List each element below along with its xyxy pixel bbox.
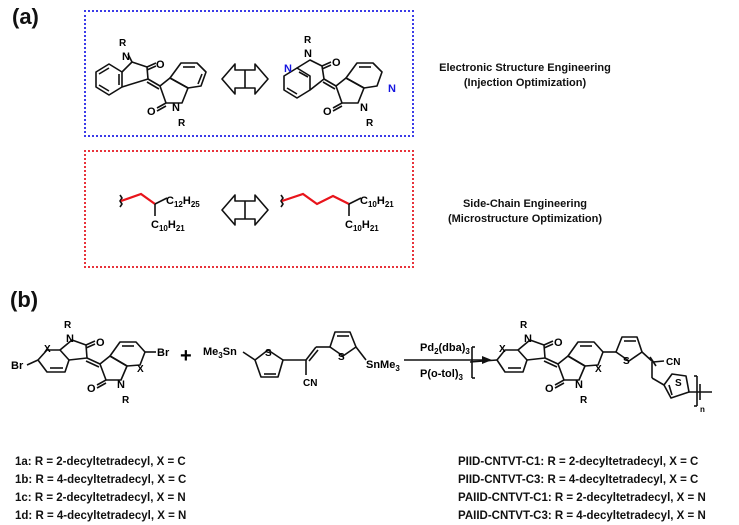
polymer-list-item: PIID-CNTVT-C3: R = 4-decyltetradecyl, X … xyxy=(458,474,699,486)
poly-repeat-n: n xyxy=(700,405,705,414)
poly-cn: CN xyxy=(666,357,680,368)
reaction-arrow: Pd2(dba)3 P(o-tol)3 xyxy=(404,342,492,382)
aiid-n-top: N xyxy=(304,48,312,60)
polymer-list: PIID-CNTVT-C1: R = 2-decyltetradecyl, X … xyxy=(458,453,706,525)
m2-snme3-right: SnMe3 xyxy=(366,359,400,373)
side-chain-c3: C10H21 C10H21 xyxy=(280,192,394,233)
m1-r-top: R xyxy=(64,320,72,331)
poly-s-left: S xyxy=(623,356,630,367)
monomer-distannyl-cntvt: Me3Sn S CN S SnMe3 xyxy=(203,331,400,389)
polymer-list-item: PIID-CNTVT-C1: R = 2-decyltetradecyl, X … xyxy=(458,456,699,468)
m1-n-bottom: N xyxy=(117,379,125,391)
iid-structure: N R O O N R xyxy=(95,38,207,129)
poly-n-bottom: N xyxy=(575,379,583,391)
electronic-caption: Electronic Structure Engineering (Inject… xyxy=(425,61,625,91)
iid-o-top: O xyxy=(156,59,165,71)
m1-br-right: Br xyxy=(157,347,170,359)
sidechain-caption: Side-Chain Engineering (Microstructure O… xyxy=(425,197,625,227)
monomer-list-item: 1b: R = 4-decyltetradecyl, X = C xyxy=(15,474,187,486)
ligand-label: P(o-tol)3 xyxy=(420,368,463,382)
aiid-n-bottom: N xyxy=(360,102,368,114)
plus-sign: + xyxy=(180,345,192,367)
m1-n-top: N xyxy=(66,333,74,345)
sidechain-caption-line1: Side-Chain Engineering xyxy=(462,198,588,210)
poly-s-right: S xyxy=(675,378,682,389)
double-arrow-icon xyxy=(221,194,269,226)
m1-x-left: X xyxy=(44,344,51,355)
iid-r-bottom: R xyxy=(178,118,186,129)
polymer-list-item: PAIID-CNTVT-C1: R = 2-decyltetradecyl, X… xyxy=(458,492,706,504)
m2-s-right: S xyxy=(338,352,345,363)
c3-lower-chain: C10H21 xyxy=(345,219,379,233)
side-chain-c1: C12H25 C10H21 xyxy=(119,192,200,233)
aiid-o-top: O xyxy=(332,57,341,69)
m2-me3sn-left: Me3Sn xyxy=(203,346,237,360)
iid-o-bottom: O xyxy=(147,106,156,118)
m2-cn: CN xyxy=(303,378,317,389)
side-chain-box xyxy=(84,150,414,268)
electronic-caption-line2: (Injection Optimization) xyxy=(463,77,587,89)
m1-br-left: Br xyxy=(11,360,24,372)
aiid-structure: N N R O O N R N xyxy=(283,35,396,129)
aiid-r-top: R xyxy=(304,35,312,46)
iid-r-top: R xyxy=(119,38,127,49)
poly-o-bottom: O xyxy=(545,383,554,395)
poly-r-bottom: R xyxy=(580,395,588,406)
monomer-list: 1a: R = 2-decyltetradecyl, X = C 1b: R =… xyxy=(15,453,186,525)
panel-b-label: (b) xyxy=(10,287,39,312)
c3-upper-chain: C10H21 xyxy=(360,195,394,209)
polymer-list-item: PAIID-CNTVT-C3: R = 4-decyltetradecyl, X… xyxy=(458,510,706,522)
electronic-caption-line1: Electronic Structure Engineering xyxy=(439,62,611,74)
m1-r-bottom: R xyxy=(122,395,130,406)
poly-x-right: X xyxy=(595,364,602,375)
poly-r-top: R xyxy=(520,320,528,331)
m2-s-left: S xyxy=(265,348,272,359)
polymer-structure: X N R O O N R X S CN S n xyxy=(469,320,712,414)
sidechain-caption-line2: (Microstructure Optimization) xyxy=(447,213,602,225)
iid-n-top: N xyxy=(122,51,130,63)
electronic-structure-box xyxy=(84,10,414,137)
m1-x-right: X xyxy=(137,364,144,375)
aiid-o-bottom: O xyxy=(323,106,332,118)
iid-n-bottom: N xyxy=(172,102,180,114)
monomer-list-item: 1c: R = 2-decyltetradecyl, X = N xyxy=(15,492,186,504)
panel-a-label: (a) xyxy=(12,4,39,29)
poly-o-top: O xyxy=(554,337,563,349)
monomer-list-item: 1a: R = 2-decyltetradecyl, X = C xyxy=(15,456,186,468)
double-arrow-icon xyxy=(221,63,269,95)
aiid-pyridine-n-left: N xyxy=(284,63,292,75)
poly-n-top: N xyxy=(524,333,532,345)
aiid-r-bottom: R xyxy=(366,118,374,129)
monomer-dibromo-iid: Br X N R O O N R X Br xyxy=(11,320,170,406)
catalyst-label: Pd2(dba)3 xyxy=(420,342,470,356)
c1-upper-chain: C12H25 xyxy=(166,195,200,209)
m1-o-bottom: O xyxy=(87,383,96,395)
c1-lower-chain: C10H21 xyxy=(151,219,185,233)
m1-o-top: O xyxy=(96,337,105,349)
aiid-pyridine-n-right: N xyxy=(388,83,396,95)
monomer-list-item: 1d: R = 4-decyltetradecyl, X = N xyxy=(15,510,187,522)
poly-x-left: X xyxy=(499,344,506,355)
